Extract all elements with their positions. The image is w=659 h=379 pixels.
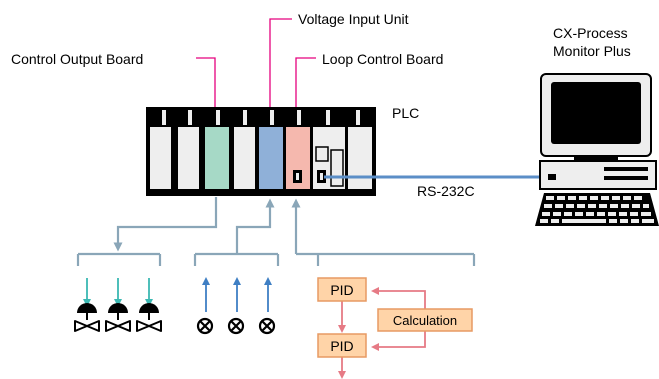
slot-4 [234, 127, 255, 189]
sensor-arrows [202, 277, 272, 312]
plc-rack [146, 107, 376, 196]
plc-label: PLC [392, 105, 419, 121]
leader-control-output [196, 57, 216, 126]
output-branch-line [113, 197, 218, 252]
cpu-window [330, 149, 344, 187]
cx-process-label-line2: Monitor Plus [553, 43, 631, 59]
pid-flow-arrows [338, 287, 426, 379]
sensor-icon [227, 317, 245, 335]
voltage-input-unit-label: Voltage Input Unit [298, 11, 409, 27]
input-branch-line [235, 198, 275, 254]
calculation-box [377, 308, 473, 332]
loop-board-port-inner [296, 173, 299, 180]
rack-tabs [162, 110, 360, 125]
slot-voltage-input-unit [259, 127, 283, 189]
leader-lines [196, 18, 316, 126]
cpu-display [315, 146, 329, 162]
slot-power [348, 127, 372, 189]
pid-top-label: PID [330, 282, 353, 298]
valve-arrows [83, 278, 153, 307]
connection-tree [76, 197, 476, 266]
valve-icon [105, 303, 131, 332]
sensor-icon [258, 317, 276, 335]
pid-bottom-box [317, 333, 367, 358]
pid-bottom-label: PID [330, 338, 353, 354]
loop-control-board-label: Loop Control Board [322, 51, 443, 67]
computer-icon [535, 73, 659, 226]
leader-voltage-input [269, 18, 292, 126]
slot-2 [178, 127, 199, 189]
sensor-icon [196, 317, 214, 335]
valve-icon [74, 303, 100, 332]
pid-block: PID PID Calculation [317, 277, 473, 379]
valve-icon [136, 303, 162, 332]
pid-top-box [317, 277, 367, 302]
slot-1 [150, 127, 171, 189]
calculation-label: Calculation [393, 313, 457, 328]
slot-control-output-board [205, 127, 229, 189]
leader-loop-control [295, 57, 316, 126]
cpu-port-inner [320, 173, 323, 180]
control-output-board-label: Control Output Board [11, 51, 143, 67]
rs232c-label: RS-232C [417, 183, 475, 199]
cx-process-label-line1: CX-Process [553, 25, 628, 41]
